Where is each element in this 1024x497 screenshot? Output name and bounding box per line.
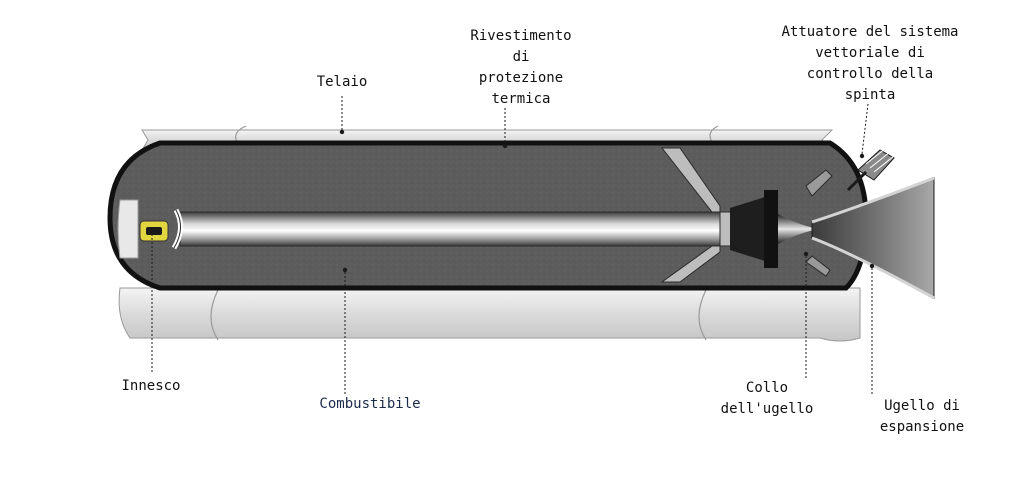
- aft-cone: [660, 147, 768, 283]
- label-collo: Collo dell'ugello: [720, 380, 814, 417]
- thrust-vector-actuator: [846, 147, 895, 192]
- nozzle: [764, 169, 935, 300]
- label-telaio: Telaio: [316, 74, 368, 90]
- label-combustibile: Combustibile: [319, 396, 421, 412]
- igniter: [139, 208, 183, 250]
- central-bore: [179, 211, 721, 247]
- label-rivestimento: Rivestimento di protezione termica: [470, 28, 572, 107]
- label-ugello: Ugello di espansione: [879, 398, 965, 435]
- label-attuatore: Attuatore del sistema vettoriale di cont…: [781, 24, 959, 103]
- label-innesco: Innesco: [121, 378, 181, 394]
- leader-lines: [149, 96, 875, 396]
